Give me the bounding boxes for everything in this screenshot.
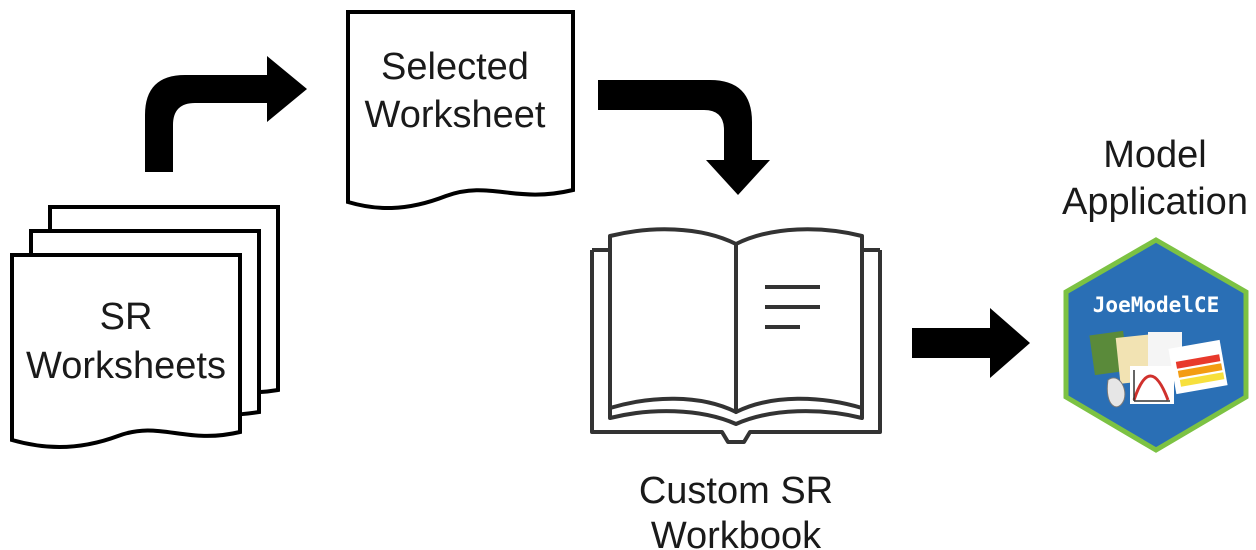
model-application-label-line1: Model — [1103, 134, 1207, 176]
open-book-icon — [590, 227, 882, 444]
hex-logo-title: JoeModelCE — [1093, 293, 1219, 317]
custom-workbook-label-line1: Custom SR — [639, 470, 833, 512]
selected-worksheet-label-line1: Selected — [381, 46, 529, 88]
selected-worksheet-label-line2: Worksheet — [365, 94, 546, 136]
worksheet-page-front — [10, 253, 242, 449]
document-icon — [346, 10, 575, 211]
sr-worksheets-label-line1: SR — [100, 296, 153, 338]
custom-workbook-label-line2: Workbook — [651, 515, 822, 550]
hexagon-logo-icon: JoeModelCE — [1063, 237, 1249, 453]
sr-worksheets-label-line2: Worksheets — [26, 345, 226, 387]
model-application-label-line2: Application — [1062, 181, 1248, 223]
arrow-icon — [912, 308, 1030, 378]
arrow-icon — [145, 56, 307, 172]
arrow-icon — [598, 80, 770, 195]
stacked-documents-icon — [10, 205, 280, 449]
